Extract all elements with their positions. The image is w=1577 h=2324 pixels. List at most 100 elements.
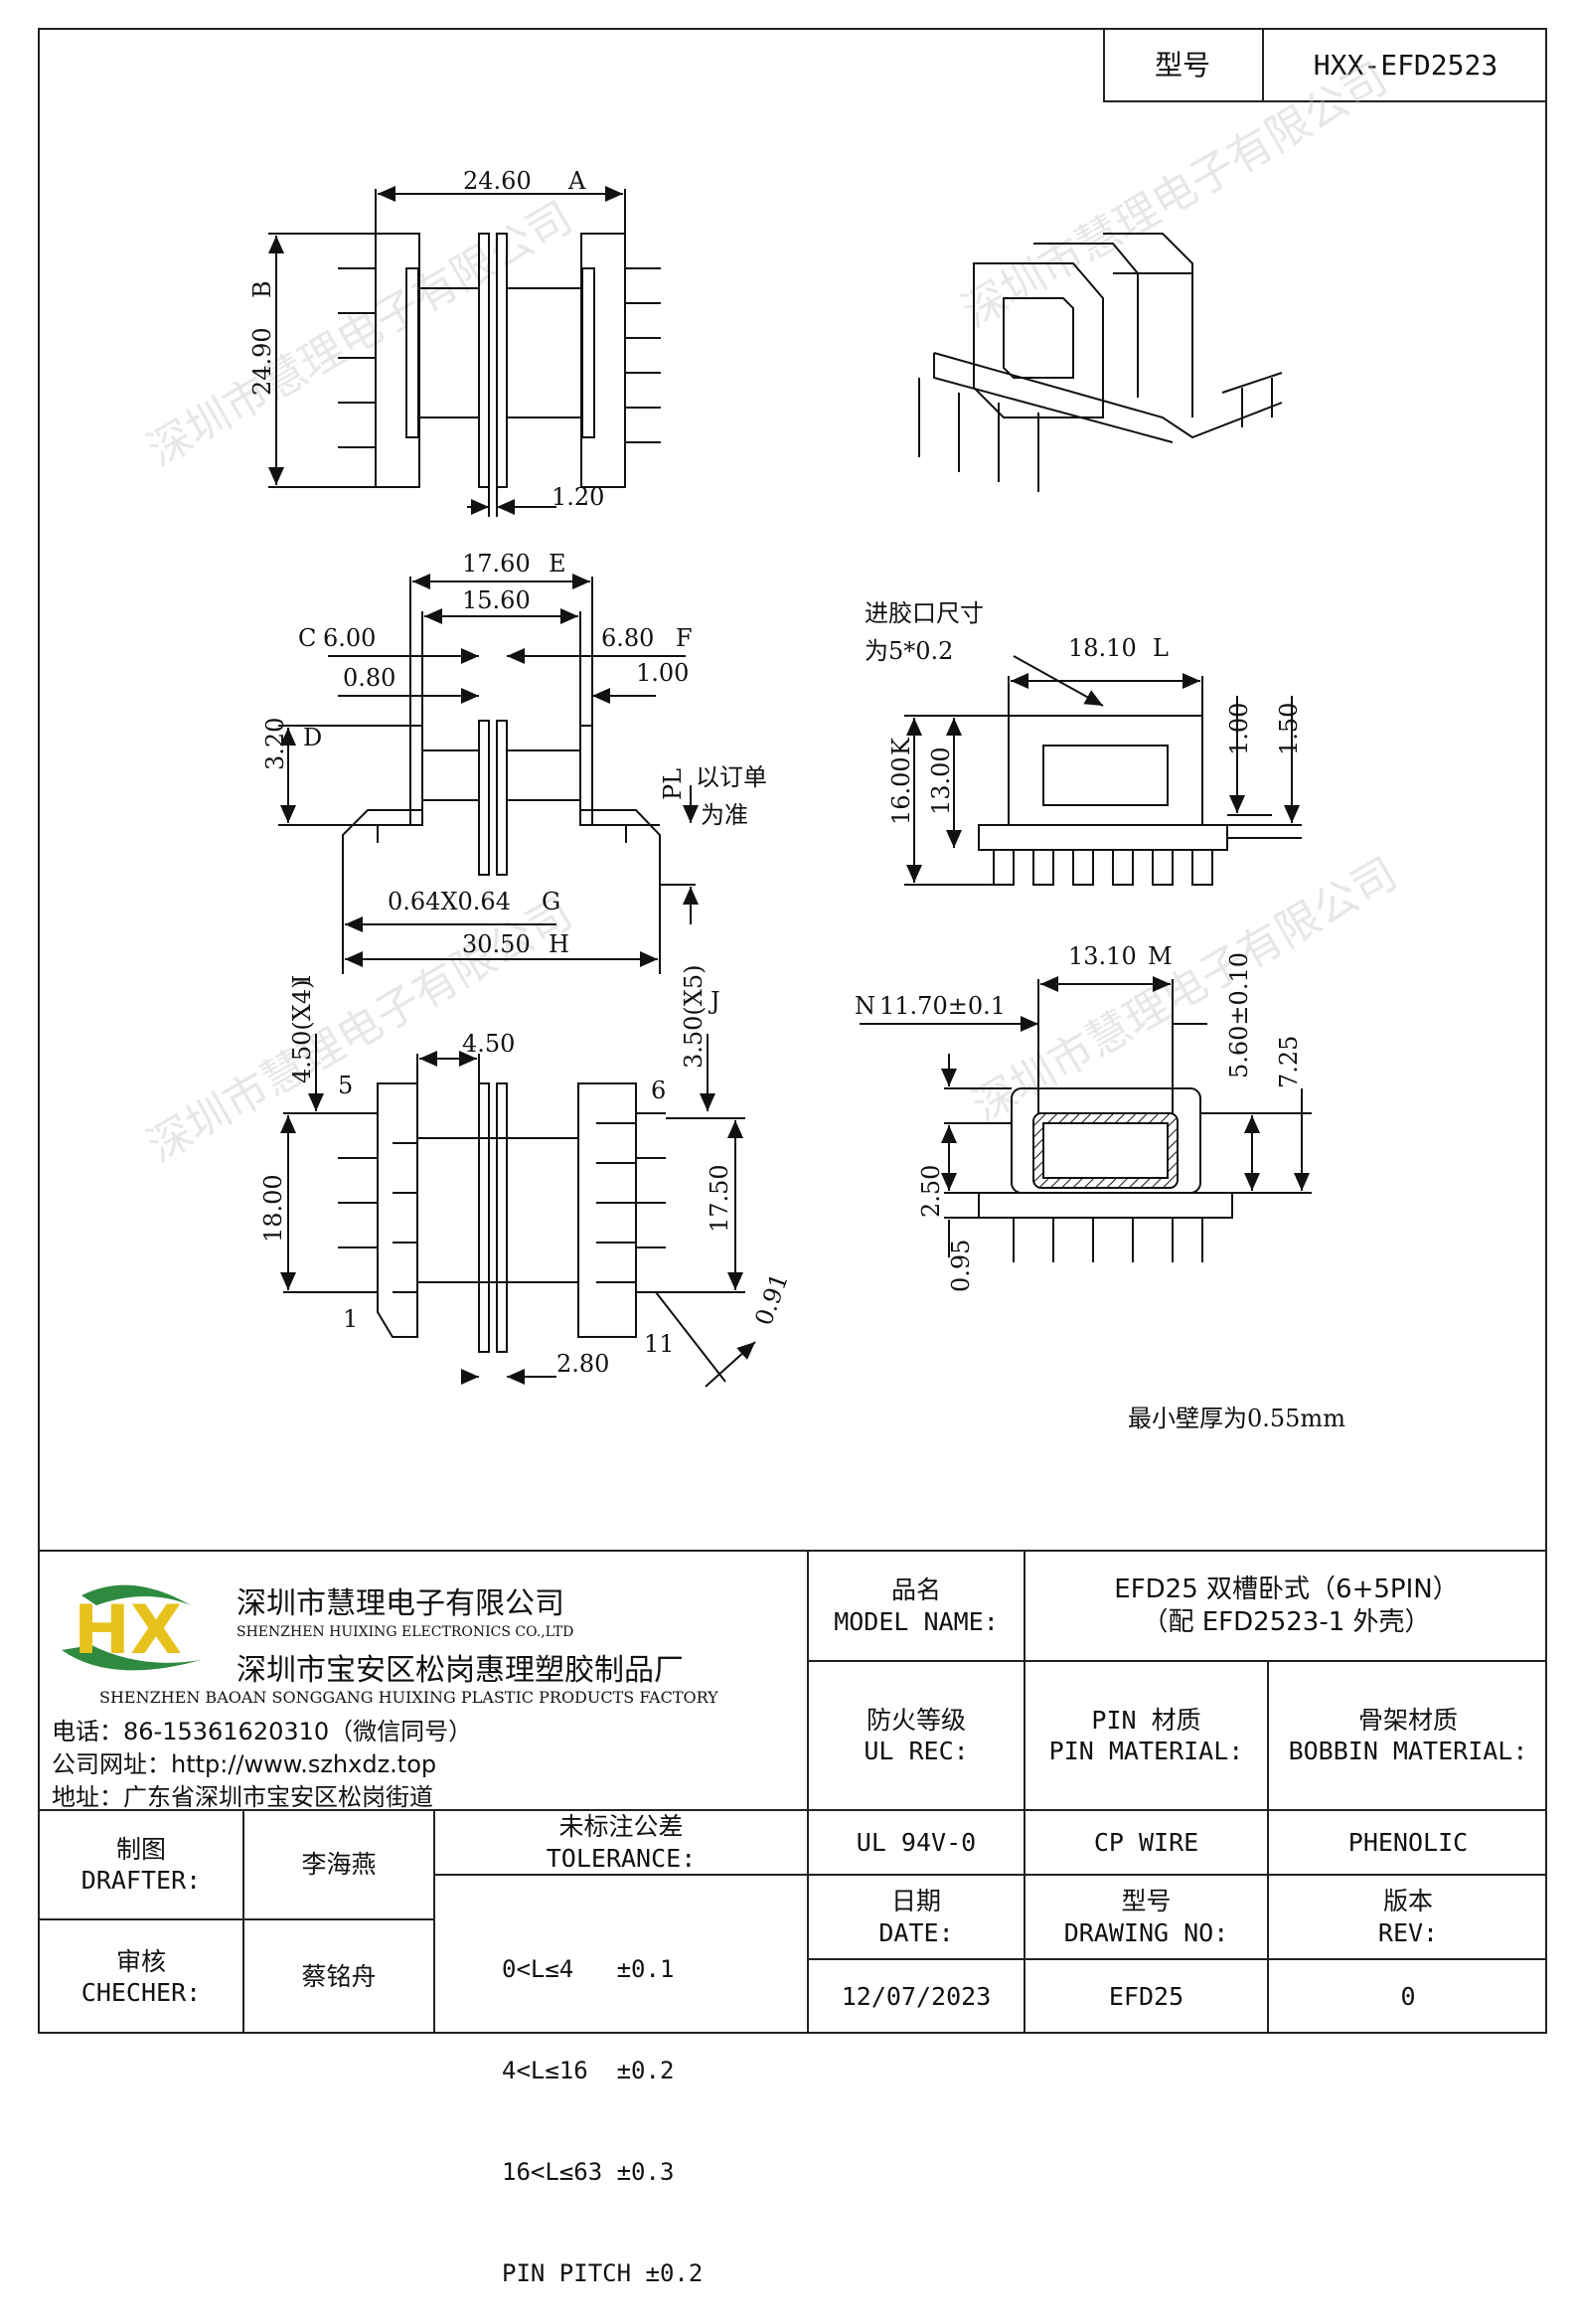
dim-6-80: 6.80 (601, 624, 654, 652)
dim-6-00: 6.00 (323, 624, 376, 652)
pin-label: PIN 材质 PIN MATERIAL: (1025, 1662, 1267, 1809)
ref-l: L (1153, 634, 1169, 662)
pin-value: CP WIRE (1093, 1827, 1199, 1857)
bobbin-label-en: BOBBIN MATERIAL: (1288, 1737, 1528, 1765)
drafter-value: 李海燕 (301, 1850, 377, 1880)
company-phone: 电话：86-15361620310（微信同号） (52, 1718, 473, 1745)
ref-n: N (855, 992, 875, 1020)
drawing-no-value: EFD25 (1108, 1982, 1184, 2012)
drafter-label-en: DRAFTER: (80, 1866, 202, 1895)
model-name-value-2: （配 EFD2523-1 外壳） (1142, 1606, 1431, 1637)
bobbin-label: 骨架材质 BOBBIN MATERIAL: (1269, 1662, 1547, 1809)
dim-1-50: 1.50 (1275, 703, 1303, 755)
date-label-cn: 日期 (890, 1887, 941, 1916)
dim-1-00-front: 1.00 (1225, 703, 1253, 755)
end-view (860, 976, 1312, 1262)
date-label: 日期 DATE: (809, 1876, 1024, 1958)
company-name-2-en: SHENZHEN BAOAN SONGGANG HUIXING PLASTIC … (99, 1688, 718, 1707)
pin-5: 5 (338, 1072, 353, 1099)
ref-a: A (567, 167, 586, 195)
tolerance-label-en: TOLERANCE: (546, 1843, 697, 1873)
dim-17-60: 17.60 (462, 550, 531, 578)
drafter-label: 制图 DRAFTER: (40, 1811, 242, 1918)
fire-label-cn: 防火等级 (866, 1705, 966, 1735)
checker-label-en: CHECHER: (80, 1978, 202, 2007)
dim-15-60: 15.60 (462, 586, 531, 614)
ref-i: I (288, 975, 316, 984)
technical-drawing: 深圳市慧理电子有限公司 深圳市慧理电子有限公司 深圳市慧理电子有限公司 深圳市慧… (139, 53, 1406, 1432)
dim-0-80: 0.80 (343, 664, 395, 692)
ref-c: C (298, 624, 316, 652)
ref-d: D (303, 724, 322, 751)
front-view (904, 655, 1302, 886)
tolerance-list: 0<L≤4 ±0.1 4<L≤16 ±0.2 16<L≤63 ±0.3 PIN … (502, 1885, 703, 2324)
iso-view (918, 233, 1283, 492)
date-label-en: DATE: (878, 1917, 954, 1947)
pl-note-2: 为准 (701, 801, 748, 829)
ref-b: B (248, 280, 276, 298)
tolerance-label-cn: 未标注公差 (558, 1812, 684, 1842)
model-box (1103, 28, 1547, 102)
tolerance-line: PIN PITCH ±0.2 (502, 2259, 704, 2287)
pl-note-1: 以订单 (696, 763, 767, 791)
company-name-1-en: SHENZHEN HUIXING ELECTRONICS CO.,LTD (237, 1624, 574, 1640)
dim-5-60: 5.60±0.10 (1225, 952, 1253, 1079)
pin-6: 6 (651, 1077, 666, 1104)
dim-0-95: 0.95 (947, 1240, 975, 1292)
model-name-label: 品名 MODEL NAME: (809, 1552, 1024, 1660)
pin-1: 1 (343, 1305, 358, 1333)
front-pins (993, 850, 1213, 886)
dim-pin-size: 0.64X0.64 (388, 888, 511, 915)
drawing-no-label-en: DRAWING NO: (1063, 1917, 1229, 1947)
dim-4-50: 4.50 (462, 1030, 515, 1058)
date-value: 12/07/2023 (841, 1982, 992, 2012)
ref-j: J (708, 987, 720, 1015)
ref-g: G (542, 888, 560, 915)
dim-11-70: 11.70±0.1 (879, 992, 1006, 1020)
dim-30-50: 30.50 (462, 930, 531, 958)
dim-13-00: 13.00 (927, 747, 955, 815)
pin-label-cn: PIN 材质 (1091, 1705, 1201, 1735)
dim-0-91: 0.91 (749, 1269, 794, 1329)
pin-11: 11 (644, 1330, 675, 1358)
rev-label-cn: 版本 (1382, 1887, 1433, 1916)
side-view (278, 574, 699, 974)
checker-label-cn: 审核 (115, 1946, 166, 1976)
dim-1-00: 1.00 (636, 659, 689, 687)
gate-note-2: 为5*0.2 (865, 637, 953, 665)
dim-top-width: 24.60 (463, 167, 532, 195)
watermark: 深圳市慧理电子有限公司 (139, 192, 581, 476)
model-name-label-en: MODEL NAME: (834, 1606, 999, 1636)
watermark: 深圳市慧理电子有限公司 (964, 848, 1406, 1132)
ref-k: K (887, 737, 915, 755)
model-box-label: 型号 (1154, 49, 1210, 82)
fire-label: 防火等级 UL REC: (809, 1662, 1024, 1809)
company-name-2: 深圳市宝安区松岗惠理塑胶制品厂 (237, 1653, 684, 1688)
dim-7-25: 7.25 (1275, 1036, 1303, 1088)
top-view (268, 186, 661, 517)
dim-pl: PL (659, 768, 687, 800)
dim-13-10: 13.10 (1068, 942, 1137, 970)
company-logo: HX (52, 1576, 221, 1685)
dim-18-10: 18.10 (1068, 634, 1137, 662)
bobbin-value: PHENOLIC (1347, 1827, 1469, 1857)
checker-value: 蔡铭舟 (301, 1962, 377, 1992)
watermark-group: 深圳市慧理电子有限公司 深圳市慧理电子有限公司 深圳市慧理电子有限公司 深圳市慧… (139, 53, 1406, 1172)
bottom-view (280, 1034, 756, 1388)
dim-slot: 1.20 (552, 483, 604, 511)
drawing-no-label-cn: 型号 (1121, 1887, 1172, 1916)
rev-value: 0 (1400, 1982, 1416, 2012)
company-address: 地址：广东省深圳市宝安区松岗街道 (52, 1783, 433, 1811)
dim-18-00: 18.00 (259, 1174, 287, 1243)
dim-top-height: 24.90 (248, 327, 276, 396)
tolerance-line: 16<L≤63 ±0.3 (502, 2158, 675, 2186)
wall-note: 最小壁厚为0.55mm (1128, 1405, 1345, 1432)
gate-note-1: 进胶口尺寸 (865, 599, 984, 627)
drawing-frame (38, 28, 1547, 2034)
rev-label: 版本 REV: (1269, 1876, 1547, 1958)
pin-label-en: PIN MATERIAL: (1048, 1737, 1244, 1765)
model-name-label-cn: 品名 (890, 1576, 941, 1605)
tolerance-line: 4<L≤16 ±0.2 (502, 2057, 675, 2084)
tolerance-line: 0<L≤4 ±0.1 (502, 1955, 675, 1983)
ref-h: H (549, 930, 569, 958)
